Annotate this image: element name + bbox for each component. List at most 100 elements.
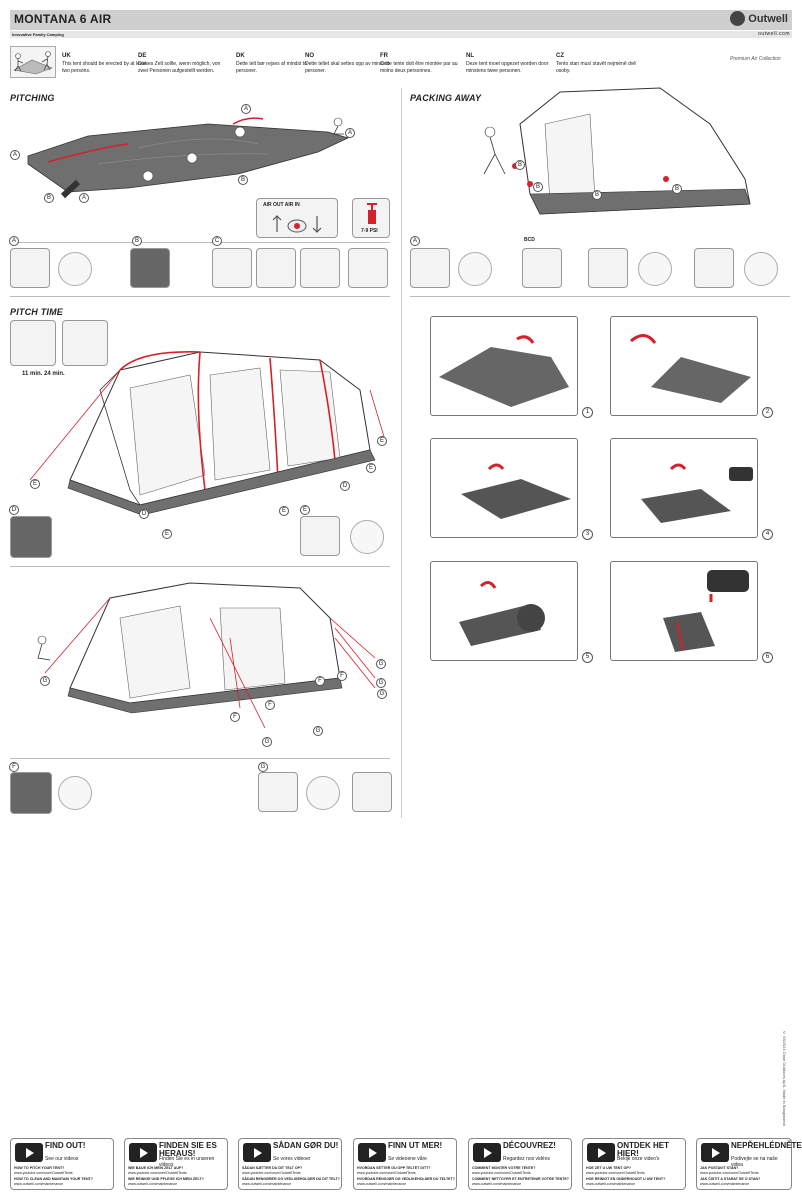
video-link-1[interactable]: www.youtube.com/user/OutwellTents (128, 1171, 187, 1175)
step-label-g: G (258, 762, 268, 772)
video-subtitle: Bekijk onze video's (617, 1156, 660, 1162)
pack-step-1-panel (430, 316, 578, 416)
divider (10, 566, 390, 567)
lang-text: Dette telt bør rejses af mindst to perso… (236, 61, 307, 74)
video-box-en[interactable]: FIND OUT! See our videos HOW TO PITCH YO… (10, 1138, 114, 1190)
divider (10, 758, 390, 759)
label-f-3: F (265, 700, 275, 710)
video-question-1: WIE BAUE ICH MEIN ZELT AUF? (128, 1166, 184, 1170)
video-link-2[interactable]: www.outwell.com/maintenance (700, 1182, 750, 1186)
valve-icon (272, 215, 322, 233)
video-link-1[interactable]: www.youtube.com/user/OutwellTents (242, 1171, 301, 1175)
section-pitching: PITCHING (10, 93, 55, 103)
video-link-1[interactable]: www.youtube.com/user/OutwellTents (472, 1171, 531, 1175)
play-icon (701, 1143, 729, 1162)
video-box-de[interactable]: FINDEN SIE ES HERAUS! Finden Sie es in u… (124, 1138, 228, 1190)
video-link-2[interactable]: www.outwell.com/maintenance (128, 1182, 178, 1186)
pack-step-4-panel (610, 438, 758, 538)
label-e-1: E (30, 479, 40, 489)
groundsheet-peg-icon (130, 248, 170, 288)
video-subtitle: See our videos (45, 1156, 79, 1162)
tent-pitched-diagram (30, 351, 386, 516)
video-box-dk[interactable]: SÅDAN GØR DU! Se vores videoer SÅDAN SÆT… (238, 1138, 342, 1190)
video-box-fr[interactable]: DÉCOUVREZ! Regardez nos vidéos COMMENT M… (468, 1138, 572, 1190)
lang-code: CZ (556, 53, 564, 59)
label-f-2: F (315, 676, 325, 686)
pump-label: AIR OUT AIR IN (263, 202, 300, 208)
video-link-1[interactable]: www.youtube.com/user/OutwellTents (586, 1171, 645, 1175)
pack-step-5-panel (430, 561, 578, 661)
video-link-2[interactable]: www.outwell.com/maintenance (357, 1182, 407, 1186)
inflate-step-1-icon (212, 248, 252, 288)
inflate-step-4-icon (348, 248, 388, 288)
video-subtitle: Finden Sie es in unseren videos (159, 1156, 215, 1168)
unhook-icon (588, 248, 628, 288)
video-title: DÉCOUVREZ! (503, 1141, 556, 1150)
video-link-1[interactable]: www.youtube.com/user/OutwellTents (700, 1171, 759, 1175)
pack-label-a: A (410, 236, 420, 246)
play-icon (587, 1143, 615, 1162)
stopwatch-icon (10, 320, 56, 366)
video-question-1: SÅDAN SÆTTER DU DIT TELT OP? (242, 1166, 303, 1170)
unpeg-a-icon (410, 248, 450, 288)
label-b-left: B (44, 193, 54, 203)
step-number: 2 (762, 407, 773, 418)
video-box-cz[interactable]: NEPŘEHLÉDNĚTE! Podívejte se na naše vide… (696, 1138, 802, 1190)
video-link-1[interactable]: www.youtube.com/user/OutwellTents (14, 1171, 73, 1175)
column-divider (401, 88, 402, 818)
video-link-2[interactable]: www.outwell.com/maintenance (242, 1182, 292, 1186)
lang-text: This tent should be erected by at least … (62, 61, 147, 74)
section-packing-away: PACKING AWAY (410, 93, 482, 103)
label-e-4: E (162, 529, 172, 539)
tension-strap-icon (10, 516, 52, 558)
label-d-2: D (139, 509, 149, 519)
video-question-2: JAK ČISTIT A STARAT SE O STAN? (700, 1177, 761, 1181)
video-question-1: JAK POSTAVIT STAN? (700, 1166, 739, 1170)
website: outwell.com (758, 31, 790, 37)
video-title: FINN UT MER! (388, 1141, 443, 1150)
pitch-time-value: 11 min. 24 min. (22, 371, 65, 377)
step-label-e: E (300, 505, 310, 515)
video-box-no[interactable]: FINN UT MER! Se videoene våre HVORDAN SE… (353, 1138, 457, 1190)
bag-tent-illustration (663, 570, 749, 652)
label-d-1: D (340, 481, 350, 491)
play-icon (129, 1143, 157, 1162)
video-title: FIND OUT! (45, 1141, 86, 1150)
video-question-1: COMMENT MONTER VOTRE TENTE? (472, 1166, 536, 1170)
tagline: Innovative Family Camping (12, 32, 64, 37)
label-f-1: F (337, 671, 347, 681)
video-link-2[interactable]: www.outwell.com/maintenance (586, 1182, 636, 1186)
label-e-5: E (279, 506, 289, 516)
guyline-peg-icon (300, 516, 340, 556)
video-question-2: HOE REINIGT EN ONDERHOUDT U UW TENT? (586, 1177, 666, 1181)
step-number: 5 (582, 652, 593, 663)
pack-step-6-panel (610, 561, 758, 661)
label-g-6: G (313, 726, 323, 736)
label-e-3: E (366, 463, 376, 473)
video-question-2: WIE REINIGE UND PFLEGE ICH MEIN ZELT? (128, 1177, 204, 1181)
peg-step-icon (10, 248, 50, 288)
lang-code: DE (138, 53, 147, 59)
peg-angle-icon-4 (306, 776, 340, 810)
video-subtitle: Se videoene våre (388, 1156, 427, 1162)
video-link-2[interactable]: www.outwell.com/maintenance (472, 1182, 522, 1186)
header-bar (10, 10, 792, 30)
peg-f-icon (10, 772, 52, 814)
pump-icon (367, 203, 377, 224)
video-title: SÅDAN GØR DU! (273, 1141, 339, 1150)
step-number: 6 (762, 652, 773, 663)
video-link-2[interactable]: www.outwell.com/maintenance (14, 1182, 64, 1186)
video-subtitle: Se vores videoer (273, 1156, 311, 1162)
deflate-bcd-icon (522, 248, 562, 288)
label-g-4: G (377, 689, 387, 699)
video-link-1[interactable]: www.youtube.com/user/OutwellTents (357, 1171, 416, 1175)
pump-instruction-box: AIR OUT AIR IN (256, 198, 338, 238)
lang-code: FR (380, 53, 388, 59)
lang-text: Dieses Zelt sollte, wenn möglich, von zw… (138, 61, 221, 74)
video-question-1: HOW TO PITCH YOUR TENT? (14, 1166, 65, 1170)
peg-angle-icon-3 (58, 776, 92, 810)
video-box-nl[interactable]: ONTDEK HET HIER! Bekijk onze video's HOE… (582, 1138, 686, 1190)
